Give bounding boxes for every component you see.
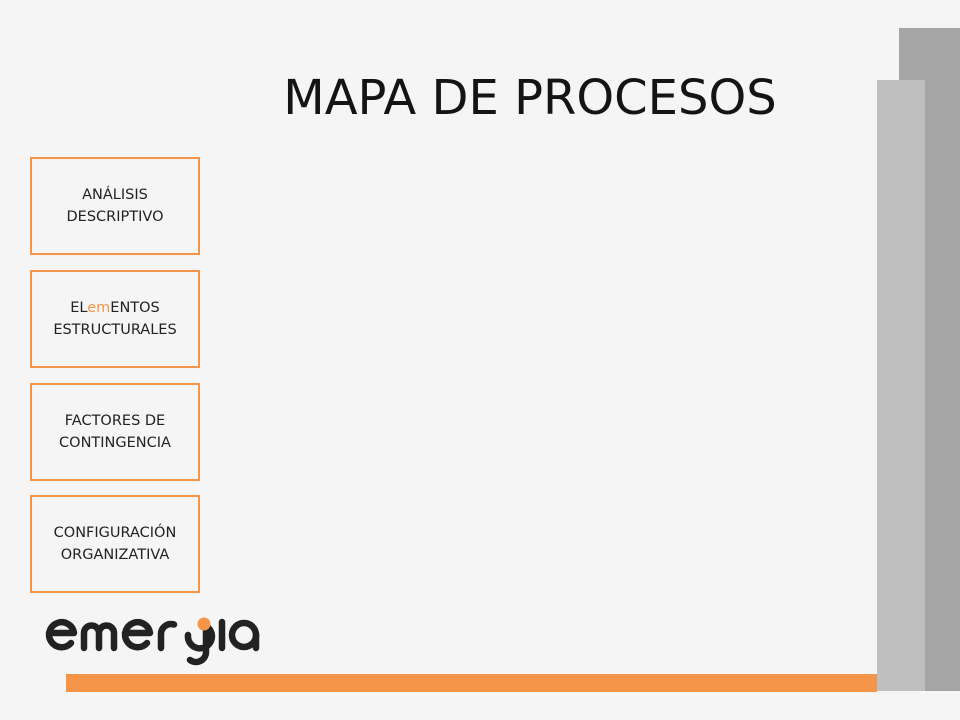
label-highlight: em <box>87 300 111 316</box>
decorative-bar-light <box>877 80 925 691</box>
nav-label-line2: ORGANIZATIVA <box>60 547 170 563</box>
nav-label-line2: CONTINGENCIA <box>59 435 171 451</box>
nav-label-line2: DESCRIPTIVO <box>66 209 164 225</box>
emergia-logo: emergia <box>45 617 260 666</box>
label-suffix: ENTOS <box>110 300 160 316</box>
nav-button-configuracion-organizativa[interactable]: CONFIGURACIÓN ORGANIZATIVA <box>30 495 200 593</box>
nav-label-line1: ANÁLISIS <box>82 187 148 203</box>
nav-label-line1: ELemENTOS <box>70 297 160 319</box>
nav-button-analisis-descriptivo[interactable]: ANÁLISIS DESCRIPTIVO <box>30 157 200 255</box>
nav-label-line2: ESTRUCTURALES <box>53 322 177 338</box>
nav-button-elementos-estructurales[interactable]: ELemENTOS ESTRUCTURALES <box>30 270 200 368</box>
page-title: MAPA DE PROCESOS <box>283 70 777 126</box>
nav-label-line1: FACTORES DE <box>64 413 166 429</box>
nav-label-line1: CONFIGURACIÓN <box>53 525 177 541</box>
footer-accent-bar <box>66 674 877 692</box>
label-prefix: EL <box>70 300 88 316</box>
nav-button-factores-contingencia[interactable]: FACTORES DE CONTINGENCIA <box>30 383 200 481</box>
